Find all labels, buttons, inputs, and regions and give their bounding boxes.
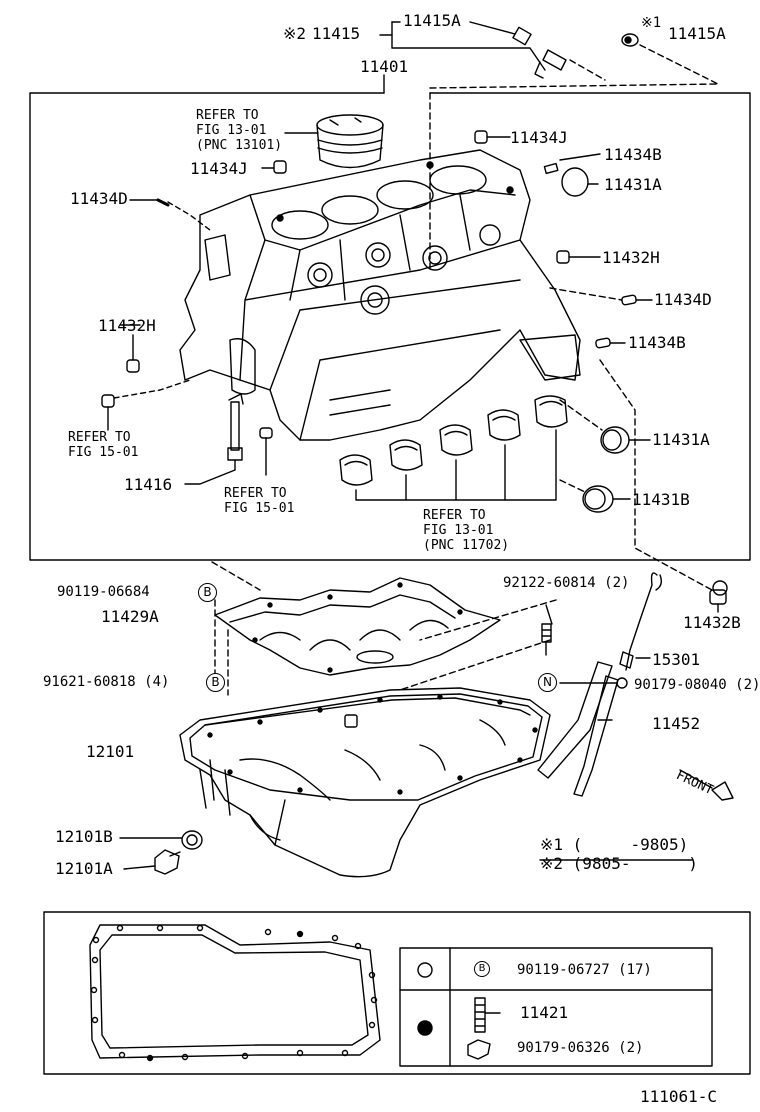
oil-dipstick-icon (619, 572, 663, 671)
label-12101: 12101 (86, 742, 135, 761)
block-plugs (101, 130, 653, 513)
label-90179-08040: 90179-08040 (2) (634, 677, 760, 693)
label-11431a-top: 11431A (604, 175, 662, 194)
label-12101a: 12101A (55, 859, 113, 878)
label-11415a-right: 11415A (668, 24, 726, 43)
oil-pan-icon (179, 687, 551, 878)
label-11431b: 11431B (632, 490, 690, 509)
label-11434j-left: 11434J (190, 159, 248, 178)
label-11432b: 11432B (683, 613, 741, 632)
oil-pan-baffle-icon (214, 577, 501, 676)
bolt-parts (541, 580, 728, 656)
dipstick-guide-icon (537, 661, 628, 797)
bearing-icons (339, 395, 568, 501)
badge-n: N (538, 673, 557, 692)
figure-code: 111061-C (640, 1087, 718, 1106)
label-kome1-top: ※1 (641, 15, 662, 31)
stud-parts (184, 393, 273, 485)
label-11432h-right: 11432H (602, 248, 660, 267)
label-kome2: ※2 (283, 24, 307, 43)
label-90119-06684: 90119-06684 (57, 584, 150, 600)
legend-badge-b: B (474, 961, 490, 977)
label-11416: 11416 (124, 475, 173, 494)
note-refer-left: REFER TO FIG 15-01 (68, 430, 139, 460)
label-91621-60818: 91621-60818 (4) (43, 674, 170, 690)
piston-icon (284, 114, 384, 169)
note-refer-oilpump: REFER TO FIG 15-01 (224, 486, 295, 516)
label-15301: 15301 (652, 650, 701, 669)
front-arrow-icon (679, 769, 734, 801)
note-kome1: ※1 ( -9805) (540, 835, 689, 854)
label-11431a-mid: 11431A (652, 430, 710, 449)
note-refer-piston: REFER TO FIG 13-01 (PNC 13101) (196, 108, 283, 153)
label-11434b-top: 11434B (604, 145, 662, 164)
label-11452: 11452 (652, 714, 701, 733)
label-92122-60814: 92122-60814 (2) (503, 575, 630, 591)
block-frame (29, 92, 751, 561)
note-refer-bearing: REFER TO FIG 13-01 (PNC 11702) (423, 508, 510, 553)
label-11401: 11401 (360, 57, 409, 76)
label-12101b: 12101B (55, 827, 113, 846)
gasket-inset (43, 911, 751, 1075)
badge-b-bottom: B (206, 673, 225, 692)
legend-table (399, 947, 713, 1067)
label-11434b-mid: 11434B (628, 333, 686, 352)
label-11415: 11415 (312, 24, 361, 43)
label-11434j-right: 11434J (510, 128, 568, 147)
cylinder-block-icon (179, 149, 581, 441)
badge-b-top: B (198, 583, 217, 602)
label-11429a: 11429A (101, 607, 159, 626)
label-11434d-left: 11434D (70, 189, 128, 208)
note-kome2: ※2 (9805- ) (540, 854, 698, 873)
label-11432h-left: 11432H (98, 316, 156, 335)
label-11434d-right: 11434D (654, 290, 712, 309)
legend-90179-06326: 90179-06326 (2) (517, 1040, 644, 1056)
drain-plug-icon (119, 830, 203, 875)
oil-jet-parts (512, 26, 639, 79)
legend-11421: 11421 (520, 1003, 569, 1022)
legend-90119-06727: 90119-06727 (17) (517, 962, 652, 978)
label-11415a-top: 11415A (403, 11, 461, 30)
